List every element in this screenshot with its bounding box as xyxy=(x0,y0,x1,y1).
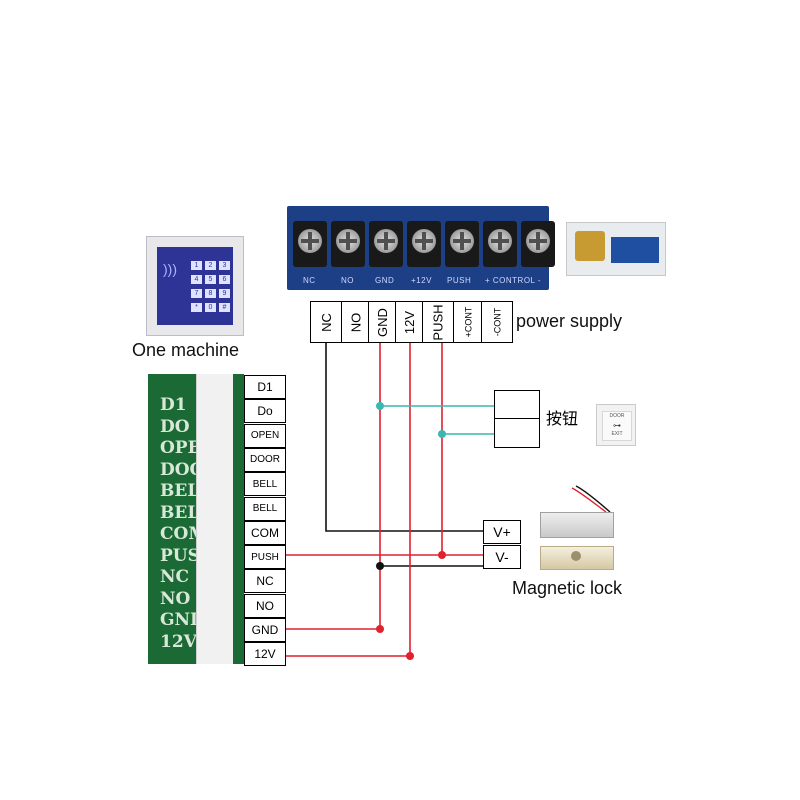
silk-nc: NC xyxy=(303,276,316,285)
exit-button-text: DOOR xyxy=(609,413,625,419)
lock-lead-wire xyxy=(575,485,611,513)
controller-silk-label: 12V xyxy=(160,631,197,652)
power-supply-caption: power supply xyxy=(516,311,623,331)
controller-pin-label: GND xyxy=(244,618,286,642)
power-supply-photo xyxy=(566,222,666,276)
magnetic-lock-photo xyxy=(540,512,614,538)
lock-terminal-vplus: V+ xyxy=(483,520,521,544)
exit-button-text: EXIT xyxy=(611,431,623,437)
silk-control: + CONTROL - xyxy=(485,276,542,285)
ps-terminal-minus-cont: -CONT xyxy=(481,301,513,343)
controller-pin-label: Do xyxy=(244,399,286,424)
lock-lead-wire xyxy=(571,487,607,513)
lock-armature-photo xyxy=(540,546,614,570)
controller-silk-label: DO xyxy=(160,416,190,437)
keypad-key: 9 xyxy=(219,289,230,298)
terminal-screw xyxy=(483,221,517,267)
silk-gnd: GND xyxy=(375,276,395,285)
keypad-key: 0 xyxy=(205,303,216,312)
board-silkscreen: NC NO GND +12V PUSH + CONTROL - xyxy=(287,276,549,288)
controller-silk-label: D1 xyxy=(160,395,187,415)
silk-no: NO xyxy=(341,276,354,285)
lock-caption: Magnetic lock xyxy=(512,578,623,598)
controller-silk-label: OPE xyxy=(160,438,201,458)
controller-pin-label: NC xyxy=(244,569,286,594)
wire-gnd-red xyxy=(284,341,381,630)
terminal-screw xyxy=(445,221,479,267)
junction-dot xyxy=(376,625,384,633)
ps-terminal-plus-cont: +CONT xyxy=(453,301,483,343)
button-terminal-top xyxy=(494,390,540,420)
button-terminal-bottom xyxy=(494,418,540,448)
lock-terminal-vminus: V- xyxy=(483,545,521,569)
ps-terminal-12v: 12V xyxy=(395,301,424,343)
keypad-key: 7 xyxy=(191,289,202,298)
keypad-key: * xyxy=(191,303,202,312)
controller-silk-label: GNI xyxy=(160,610,199,630)
controller-pin-label: OPEN xyxy=(244,423,286,448)
keypad-key: 5 xyxy=(205,275,216,284)
silk-12v: +12V xyxy=(411,276,432,285)
keypad-key: 2 xyxy=(205,261,216,270)
wire-push-red xyxy=(284,341,443,556)
keypad-key: 8 xyxy=(205,289,216,298)
controller-pin-label: DOOR xyxy=(244,447,286,472)
ps-terminal-nc: NC xyxy=(310,301,343,343)
junction-dot xyxy=(438,551,446,559)
keypad-key: 4 xyxy=(191,275,202,284)
controller-pin-label: BELL xyxy=(244,472,286,497)
ps-terminal-gnd: GND xyxy=(368,301,397,343)
junction-dot xyxy=(376,402,384,410)
ps-terminal-no: NO xyxy=(341,301,370,343)
keypad-caption: One machine xyxy=(132,340,240,360)
keypad-key: 1 xyxy=(191,261,202,270)
controller-silk-label: BEL xyxy=(160,481,200,501)
wire-nc-to-vplus xyxy=(325,341,483,532)
controller-silk-label: NO xyxy=(160,588,191,609)
junction-dot xyxy=(406,652,414,660)
rfid-icon: ))) xyxy=(163,261,177,277)
controller-pin-label: D1 xyxy=(244,375,286,399)
ps-terminal-push: PUSH xyxy=(422,301,455,343)
controller-pin-label: 12V xyxy=(244,642,286,667)
controller-pin-label: COM xyxy=(244,520,286,545)
junction-dot xyxy=(376,562,384,570)
key-icon: ⊶ xyxy=(613,421,621,430)
terminal-screw xyxy=(369,221,403,267)
terminal-screw xyxy=(331,221,365,267)
keypad-key: 6 xyxy=(219,275,230,284)
power-supply-board: NC NO GND +12V PUSH + CONTROL - xyxy=(287,206,555,290)
controller-silk-label: DOO xyxy=(160,459,205,480)
junction-dot xyxy=(438,430,446,438)
terminal-screw xyxy=(407,221,441,267)
exit-button-photo: DOOR ⊶ EXIT xyxy=(596,404,636,446)
controller-silk-label: NC xyxy=(160,567,190,587)
controller-pin-label: BELL xyxy=(244,496,286,521)
controller-pin-label: PUSH xyxy=(244,545,286,570)
controller-silk-label: PUS xyxy=(160,545,200,566)
controller-pin-label: NO xyxy=(244,593,286,618)
keypad-key: 3 xyxy=(219,261,230,270)
controller-connector xyxy=(196,374,233,664)
wire-12v-red xyxy=(284,341,411,657)
terminal-screw xyxy=(293,221,327,267)
terminal-screw xyxy=(521,221,555,267)
keypad-key: # xyxy=(219,303,230,312)
button-label: 按钮 xyxy=(546,411,579,428)
controller-silk-label: COM xyxy=(160,524,208,544)
silk-push: PUSH xyxy=(447,276,472,285)
controller-silk-label: BEL xyxy=(160,502,200,523)
